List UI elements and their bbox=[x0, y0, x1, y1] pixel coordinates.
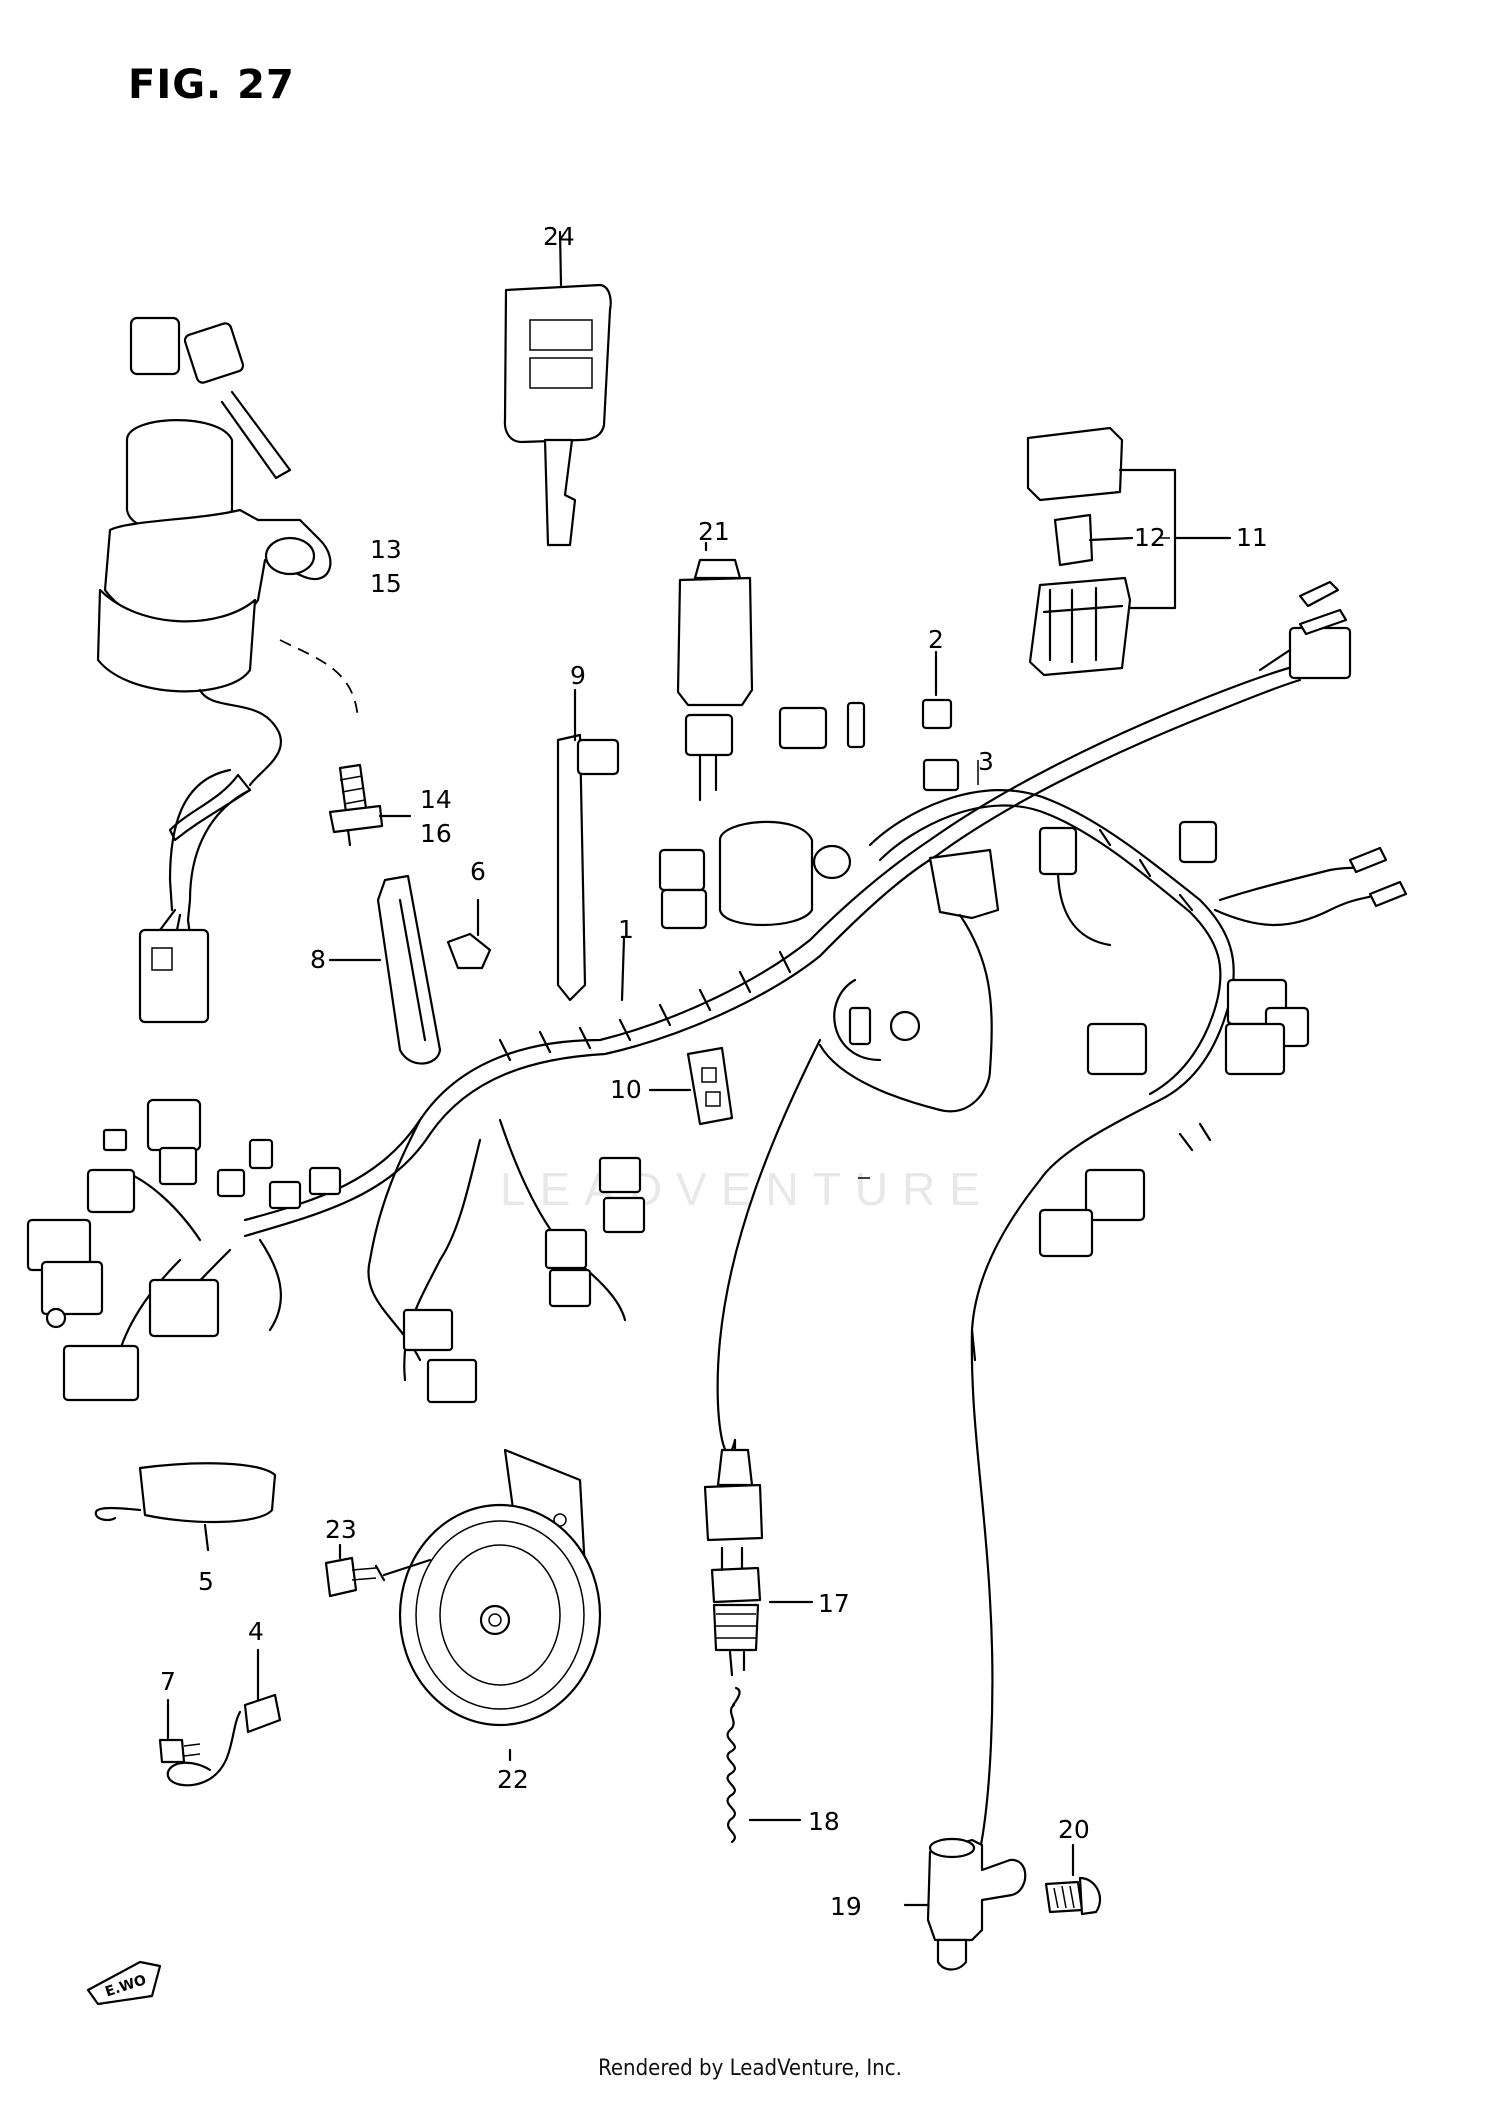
part-label-19: 19 bbox=[830, 1892, 862, 1921]
horn-22 bbox=[398, 1448, 602, 1762]
part-label-9: 9 bbox=[570, 661, 586, 690]
part-label-3: 3 bbox=[978, 747, 994, 776]
switch-17-wiring bbox=[703, 1038, 822, 1542]
connector-2 bbox=[921, 650, 960, 792]
harness-connectors-right bbox=[1038, 580, 1408, 1258]
harness-connectors-left bbox=[26, 1098, 646, 1404]
bolt-23 bbox=[324, 1543, 432, 1598]
part-label-22: 22 bbox=[497, 1765, 529, 1794]
part-label-7: 7 bbox=[160, 1667, 176, 1696]
part-label-14: 14 bbox=[420, 785, 452, 814]
ignition-switch bbox=[96, 316, 359, 1024]
switch-19-wiring bbox=[970, 1178, 1042, 1852]
clamp-4 bbox=[166, 1648, 282, 1787]
part-label-6: 6 bbox=[470, 857, 486, 886]
part-label-5: 5 bbox=[198, 1567, 214, 1596]
brake-switch-17 bbox=[710, 1546, 814, 1677]
part-label-18: 18 bbox=[808, 1807, 840, 1836]
part-label-15: 15 bbox=[370, 569, 402, 598]
band-5 bbox=[94, 1462, 277, 1552]
part-label-4: 4 bbox=[248, 1617, 264, 1646]
spring-18 bbox=[726, 1686, 802, 1844]
direction-mark: E.WO bbox=[86, 1960, 162, 2006]
part-label-24: 24 bbox=[543, 222, 575, 251]
cable-tie bbox=[556, 688, 620, 1002]
bracket-10 bbox=[648, 1046, 734, 1126]
part-label-23: 23 bbox=[325, 1515, 357, 1544]
part-label-21: 21 bbox=[698, 517, 730, 546]
part-number-labels: 24 13 15 21 12 11 2 3 9 14 16 6 8 1 10 2… bbox=[160, 222, 1268, 1921]
connector-21 bbox=[676, 541, 754, 802]
figure-title: FIG. 27 bbox=[128, 62, 295, 108]
screw-20 bbox=[1044, 1843, 1102, 1916]
part-label-16: 16 bbox=[420, 819, 452, 848]
clamp-8 bbox=[328, 874, 442, 1065]
side-stand-switch-19 bbox=[903, 1837, 1027, 1971]
watermark-text: LEADVENTURE bbox=[500, 1163, 994, 1215]
relay-assembly bbox=[1026, 426, 1232, 677]
part-label-11: 11 bbox=[1236, 523, 1268, 552]
part-label-17: 17 bbox=[818, 1589, 850, 1618]
footer-credit: Rendered by LeadVenture, Inc. bbox=[598, 2056, 902, 2081]
main-harness bbox=[118, 663, 1302, 1382]
screw-14 bbox=[328, 763, 412, 847]
ignition-key bbox=[503, 230, 612, 547]
harness-connectors-center bbox=[658, 701, 1000, 1113]
part-label-20: 20 bbox=[1058, 1815, 1090, 1844]
part-label-8: 8 bbox=[310, 945, 326, 974]
leader-lines bbox=[858, 537, 1170, 1179]
part-label-13: 13 bbox=[370, 535, 402, 564]
part-label-12: 12 bbox=[1134, 523, 1166, 552]
part-label-10: 10 bbox=[610, 1075, 642, 1104]
bolt-6 bbox=[446, 898, 492, 970]
part-label-2: 2 bbox=[928, 625, 944, 654]
bolt-7 bbox=[158, 1698, 201, 1764]
part-label-1: 1 bbox=[618, 915, 634, 944]
